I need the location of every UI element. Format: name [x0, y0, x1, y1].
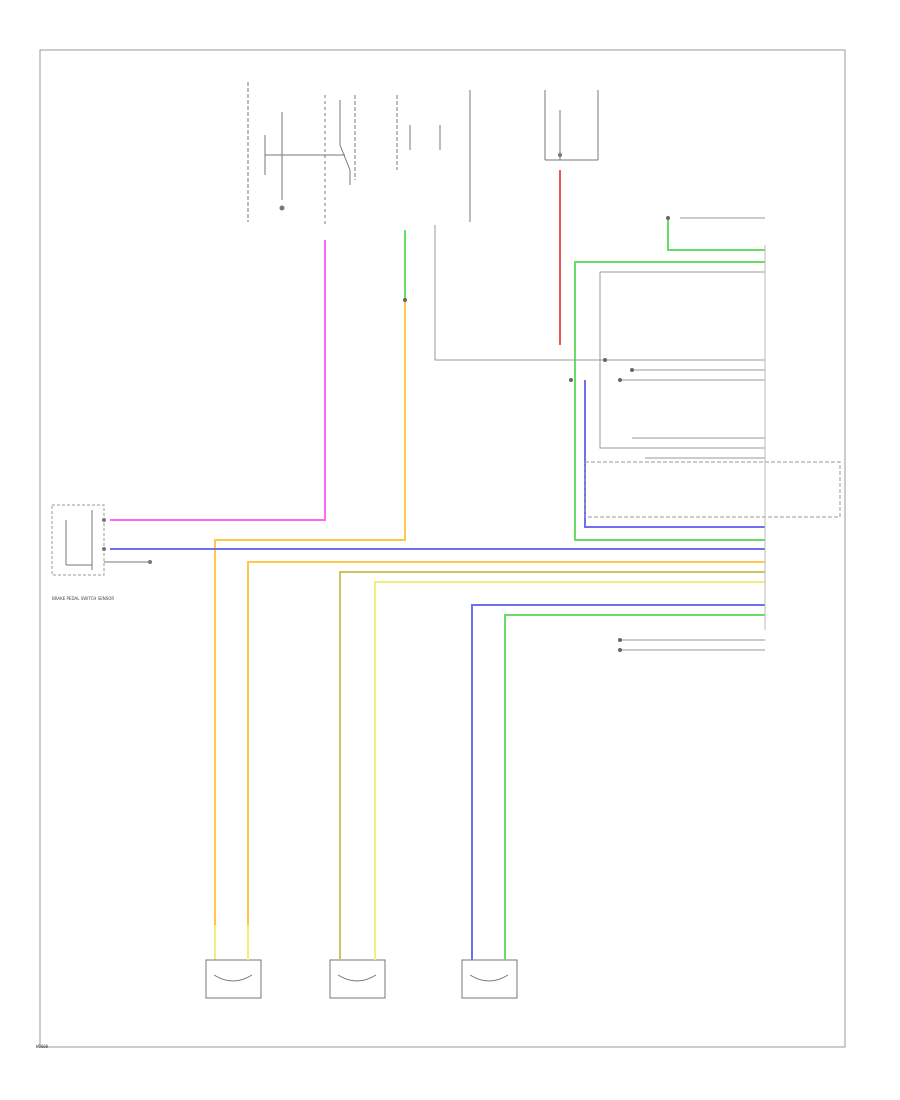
bottom-sensor-3 — [461, 925, 518, 999]
green-wire-long — [574, 261, 765, 541]
top-power-section — [247, 82, 599, 225]
olive-wire — [339, 571, 765, 925]
colored-wires — [110, 170, 765, 960]
yellow-wire — [374, 581, 765, 925]
orange-wire-2 — [247, 561, 765, 925]
brake-pedal-switch-sensor — [51, 504, 152, 576]
blue-wire-sensor3 — [471, 604, 765, 925]
blue-wire-right — [584, 380, 765, 528]
bottom-sensor-2 — [329, 925, 386, 999]
junction-dots — [403, 216, 670, 652]
diagram-frame — [39, 49, 846, 1048]
diagram-code: W0000 — [36, 1044, 49, 1049]
left-sensor-label: BRAKE PEDAL SWITCH SENSOR — [52, 596, 114, 601]
orange-wire — [214, 300, 406, 925]
pink-wire — [110, 240, 326, 521]
grey-wires — [434, 217, 841, 651]
green-wire-top — [667, 218, 765, 251]
green-wire-sensor3 — [504, 614, 765, 925]
bottom-sensor-1 — [205, 925, 262, 999]
